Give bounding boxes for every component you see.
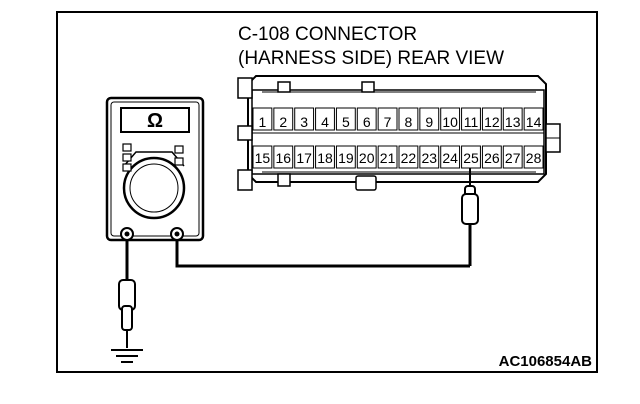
pin-number-27: 27 (505, 150, 521, 166)
pin-number-11: 11 (464, 114, 479, 130)
pin-number-17: 17 (296, 150, 312, 166)
pin-cavity (440, 145, 461, 169)
pin-cavity (419, 145, 440, 169)
test-probe-icon (461, 168, 479, 266)
pin-number-21: 21 (380, 150, 396, 166)
pin-cavity (440, 107, 461, 131)
connector-icon (237, 75, 561, 191)
pin-number-24: 24 (442, 150, 458, 166)
pin-number-25: 25 (463, 150, 479, 166)
pin-cavity (377, 107, 398, 131)
pin-number-6: 6 (363, 114, 371, 130)
pin-number-5: 5 (342, 114, 350, 130)
pin-number-8: 8 (405, 114, 413, 130)
pin-number-19: 19 (338, 150, 354, 166)
pin-cavity (502, 145, 523, 169)
pin-number-18: 18 (317, 150, 333, 166)
pin-cavity (419, 107, 440, 131)
pin-cavity (335, 145, 356, 169)
pin-number-3: 3 (300, 114, 308, 130)
connector-subtitle: (HARNESS SIDE) REAR VIEW (238, 48, 504, 69)
pin-cavity (252, 107, 273, 131)
ground-probe (118, 240, 136, 348)
pin-number-23: 23 (421, 150, 437, 166)
pin-cavity (294, 145, 315, 169)
pin-number-10: 10 (442, 114, 458, 130)
connector-title: C-108 CONNECTOR (238, 24, 417, 45)
pin-cavity (398, 107, 419, 131)
figure-id: AC106854AB (499, 353, 593, 370)
pin-cavity (377, 145, 398, 169)
pin-cavity (356, 145, 377, 169)
pin-number-28: 28 (526, 150, 542, 166)
ohmmeter-icon (105, 96, 205, 242)
pin-cavity (523, 107, 544, 131)
pin-number-26: 26 (484, 150, 500, 166)
pin-cavity (315, 107, 335, 131)
pin-number-16: 16 (275, 150, 291, 166)
pin-cavity (252, 145, 273, 169)
pin-number-1: 1 (259, 114, 267, 130)
test-lead-wire (175, 234, 470, 268)
pin-cavity (523, 145, 544, 169)
pin-cavity (398, 145, 419, 169)
pin-number-15: 15 (255, 150, 271, 166)
pin-number-12: 12 (484, 114, 500, 130)
pin-cavity (273, 145, 294, 169)
ground-icon (111, 349, 143, 363)
pin-number-7: 7 (384, 114, 392, 130)
pin-cavity (502, 107, 523, 131)
pin-number-14: 14 (526, 114, 542, 130)
pin-cavity (461, 107, 481, 131)
pin-number-20: 20 (359, 150, 375, 166)
pin-number-22: 22 (401, 150, 417, 166)
pin-cavity (356, 107, 377, 131)
ohm-symbol: Ω (147, 110, 163, 132)
pin-number-2: 2 (279, 114, 287, 130)
pin-cavity (294, 107, 315, 131)
pin-cavity (335, 107, 356, 131)
pin-number-4: 4 (321, 114, 329, 130)
diagram-frame (56, 11, 598, 373)
pin-number-9: 9 (425, 114, 433, 130)
pin-cavity (273, 107, 294, 131)
pin-cavity (481, 145, 502, 169)
pin-cavity (315, 145, 335, 169)
pin-cavity (481, 107, 502, 131)
pin-number-13: 13 (505, 114, 521, 130)
